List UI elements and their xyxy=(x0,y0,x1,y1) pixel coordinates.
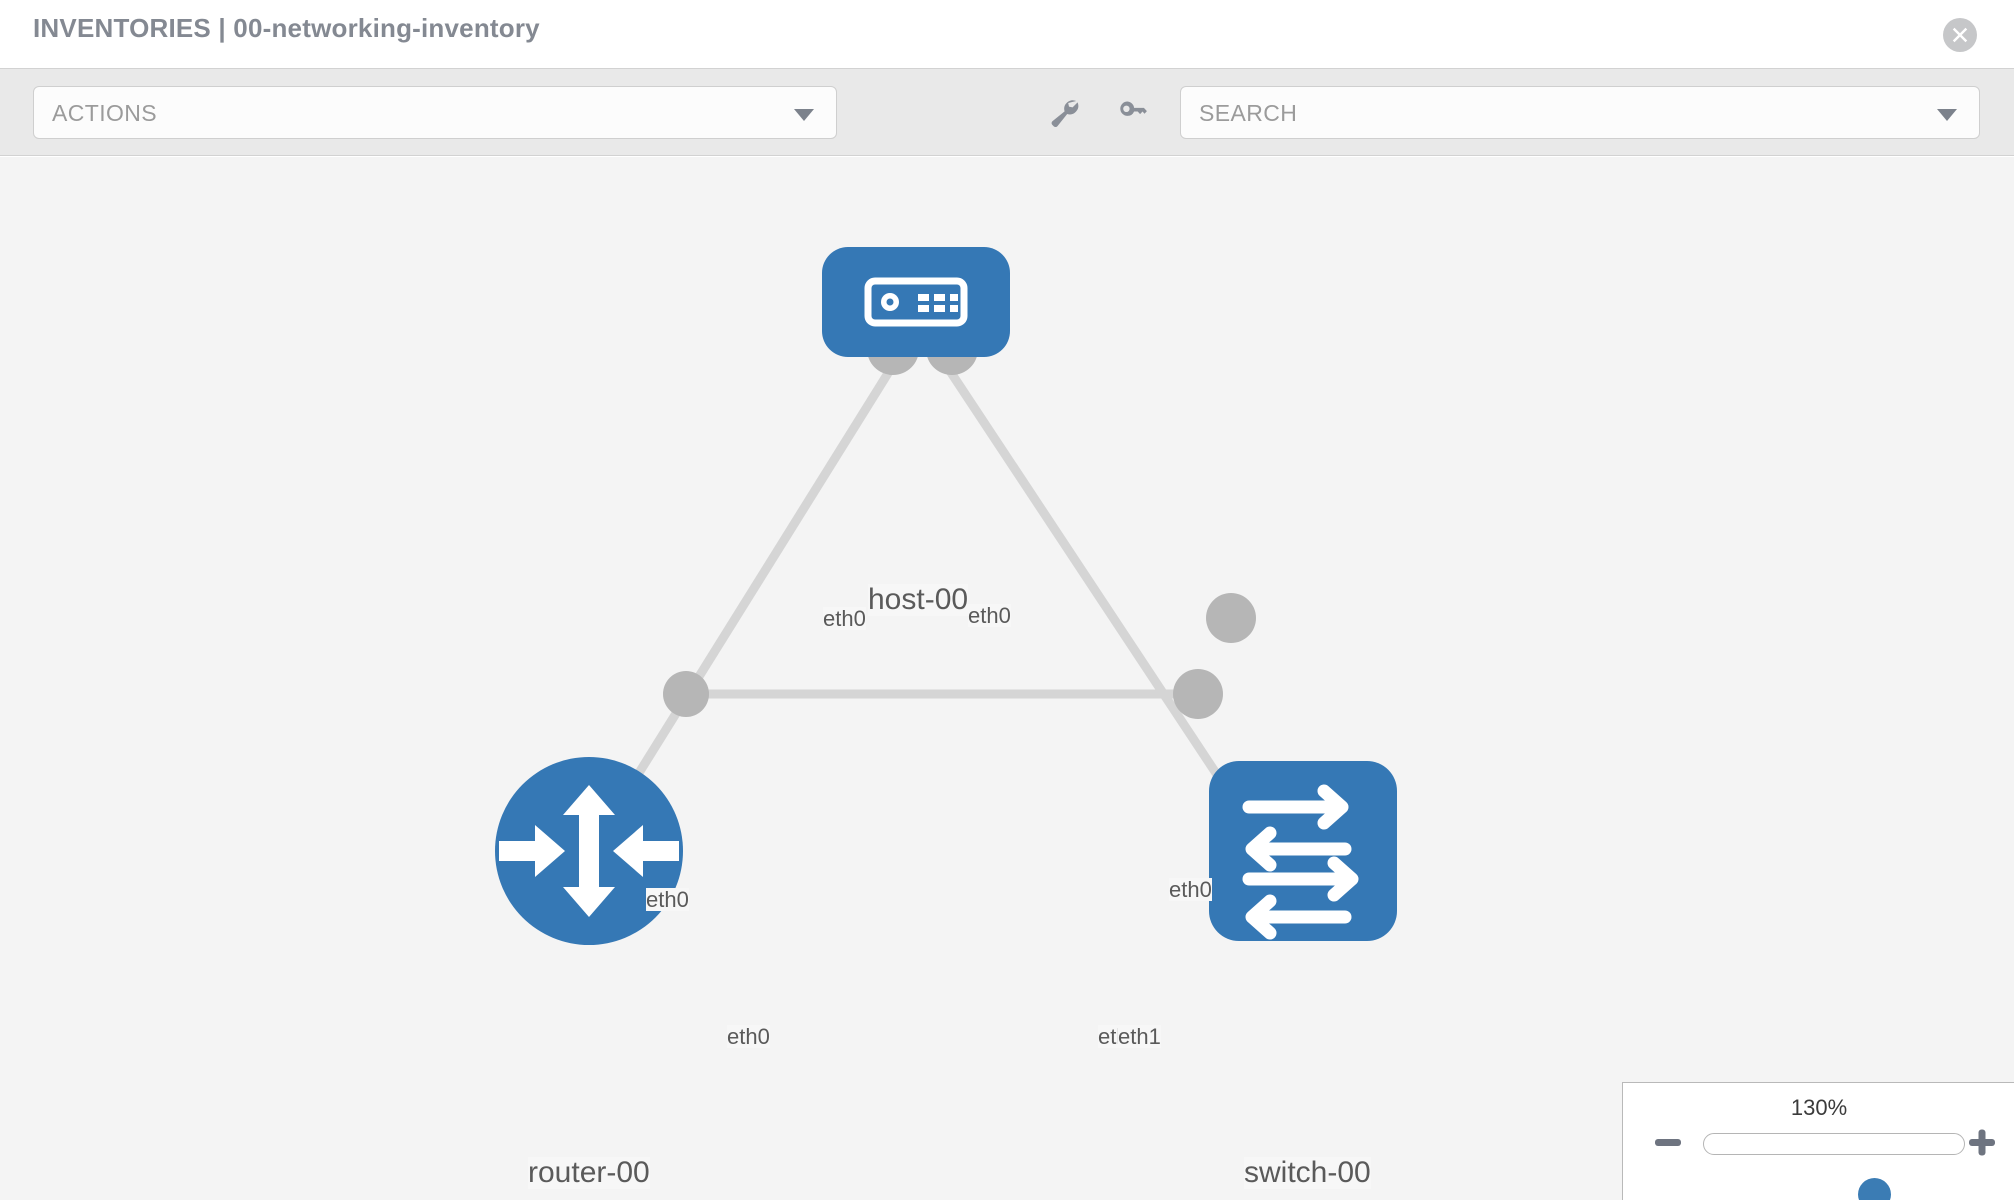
page-title: INVENTORIES | 00-networking-inventory xyxy=(33,13,540,43)
node-label-switch-00: switch-00 xyxy=(1244,1156,1371,1189)
topology-canvas[interactable]: host-00 router-00 switch-00 eth0 eth0 et… xyxy=(0,157,2014,1200)
node-host-00[interactable] xyxy=(822,247,1010,357)
node-switch-00[interactable] xyxy=(1209,761,1397,941)
zoom-control-panel: 130% xyxy=(1622,1082,2014,1200)
connector-router00-east xyxy=(663,671,709,717)
zoom-slider-track[interactable] xyxy=(1703,1133,1965,1200)
node-label-router-00: router-00 xyxy=(528,1156,650,1189)
interface-label-switch00-to-router00: eth1 xyxy=(1118,1024,1161,1049)
search-placeholder: SEARCH xyxy=(1199,100,1298,126)
topology-graph xyxy=(495,247,1397,945)
node-router-00[interactable] xyxy=(495,757,683,945)
chevron-down-icon[interactable] xyxy=(1937,109,1957,121)
plus-icon[interactable] xyxy=(1965,1125,1999,1159)
interface-label-router00-to-host00: eth0 xyxy=(646,887,689,912)
zoom-slider-thumb[interactable] xyxy=(1857,1178,1891,1200)
close-icon[interactable] xyxy=(1943,18,1977,52)
link-host00-switch00[interactable] xyxy=(940,359,1249,820)
topology-links xyxy=(605,359,1249,824)
connector-switch00-west xyxy=(1173,669,1223,719)
search-input[interactable]: SEARCH xyxy=(1180,86,1980,139)
key-icon[interactable] xyxy=(1114,95,1150,131)
link-host00-router00[interactable] xyxy=(605,359,899,824)
interface-label-host00-to-router00: eth0 xyxy=(823,606,866,631)
node-label-host-00: host-00 xyxy=(868,583,969,616)
chevron-down-icon xyxy=(794,109,814,121)
actions-dropdown-label: ACTIONS xyxy=(52,100,158,126)
minus-icon[interactable] xyxy=(1651,1125,1685,1159)
zoom-level-value: 130% xyxy=(1790,1095,1848,1120)
interface-label-router00-to-switch00: eth0 xyxy=(727,1024,770,1049)
actions-dropdown[interactable]: ACTIONS xyxy=(33,86,837,139)
interface-label-switch00-to-host00: eth0 xyxy=(1169,877,1212,902)
toolbar: ACTIONS SEARCH xyxy=(0,68,2014,156)
connector-switch00-nw xyxy=(1206,593,1256,643)
interface-label-host00-to-switch00: eth0 xyxy=(968,603,1011,628)
page-header: INVENTORIES | 00-networking-inventory xyxy=(0,0,2014,68)
wrench-icon[interactable] xyxy=(1046,95,1082,131)
